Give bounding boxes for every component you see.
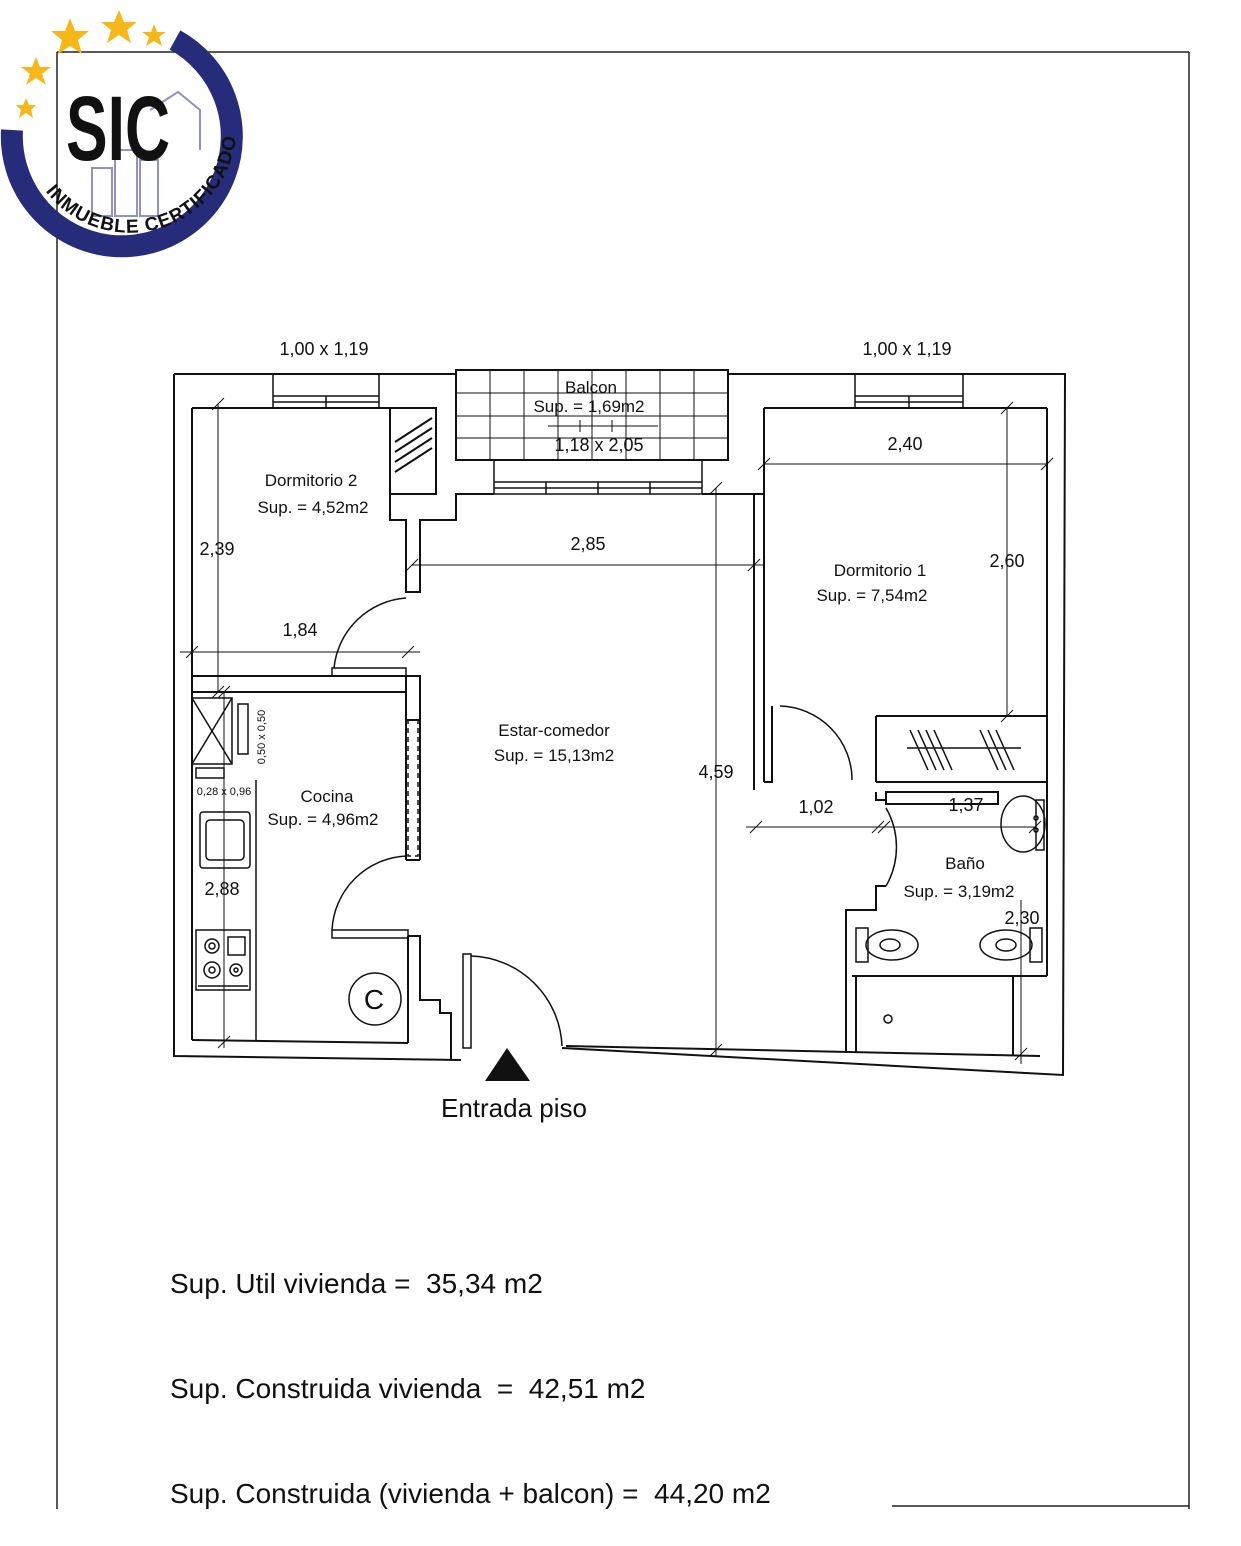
dim-184: 1,84 — [282, 620, 317, 640]
certified-seal-icon: SIC INMUEBLE CERTIFICADO — [0, 10, 243, 258]
dim-239: 2,39 — [199, 539, 234, 559]
summary-construida: Sup. Construida vivienda = 42,51 m2 — [170, 1373, 646, 1404]
doors — [331, 597, 898, 1049]
plan-labels: 1,00 x 1,19 1,00 x 1,19 Balcon Sup. = 1,… — [197, 339, 1040, 1123]
entrance-label: Entrada piso — [441, 1093, 587, 1123]
toilet-icon — [855, 927, 869, 963]
balcony-tiles — [455, 369, 729, 461]
cooktop-icon — [195, 929, 251, 991]
balcon-dims: 1,18 x 2,05 — [554, 435, 643, 455]
dimension-lines — [180, 397, 1054, 1064]
floor-plan-drawing: SIC INMUEBLE CERTIFICADO — [0, 10, 1190, 1509]
dormitorio2-area: Sup. = 4,52m2 — [257, 498, 368, 517]
estar-name: Estar-comedor — [498, 721, 610, 740]
bano-area: Sup. = 3,19m2 — [903, 882, 1014, 901]
window-label-left: 1,00 x 1,19 — [279, 339, 368, 359]
interior-walls — [192, 407, 1047, 1060]
estar-area: Sup. = 15,13m2 — [494, 746, 615, 765]
shower-hatching — [907, 729, 1021, 771]
star-icon — [51, 18, 89, 54]
building-icon — [91, 90, 201, 217]
bidet-icon — [1029, 927, 1043, 963]
star-icon — [21, 57, 51, 85]
star-icon — [16, 98, 36, 118]
seal-brand: SIC — [66, 78, 170, 180]
washbasin-icon — [1000, 795, 1046, 853]
dormitorio2-name: Dormitorio 2 — [265, 471, 358, 490]
bathroom-fixtures — [855, 795, 1046, 1024]
dim-288: 2,88 — [204, 879, 239, 899]
cocina-area: Sup. = 4,96m2 — [267, 810, 378, 829]
balcon-area: Sup. = 1,69m2 — [533, 397, 644, 416]
windows — [272, 373, 964, 495]
summary-util: Sup. Util vivienda = 35,34 m2 — [170, 1268, 543, 1299]
star-icon — [142, 24, 166, 46]
dim-102: 1,02 — [798, 797, 833, 817]
dim-260: 2,60 — [989, 551, 1024, 571]
sink-icon — [199, 811, 251, 869]
seal-stars — [16, 10, 166, 118]
dim-230: 2,30 — [1004, 908, 1039, 928]
kitchen-fixtures — [191, 697, 402, 1040]
dormitorio1-area: Sup. = 7,54m2 — [816, 586, 927, 605]
dormitorio1-name: Dormitorio 1 — [834, 561, 927, 580]
balcon-name: Balcon — [565, 378, 617, 397]
dim-240: 2,40 — [887, 434, 922, 454]
dim-028: 0,28 x 0,96 — [197, 786, 251, 798]
summary-construida-balcon: Sup. Construida (vivienda + balcon) = 44… — [170, 1478, 771, 1509]
dim-285: 2,85 — [570, 534, 605, 554]
entrance-arrow-icon — [485, 1048, 530, 1081]
boiler-icon — [348, 972, 402, 1026]
boiler-label: C — [364, 984, 384, 1015]
star-icon — [101, 10, 137, 43]
cocina-name: Cocina — [301, 787, 354, 806]
dim-050: 0,50 x 0,50 — [256, 710, 268, 764]
window-label-right: 1,00 x 1,19 — [862, 339, 951, 359]
sheet-border — [56, 51, 1190, 1509]
bano-name: Baño — [945, 854, 985, 873]
dim-459: 4,59 — [698, 762, 733, 782]
dim-137: 1,37 — [948, 795, 983, 815]
area-summary: Sup. Util vivienda = 35,34 m2 Sup. Const… — [170, 1196, 771, 1546]
